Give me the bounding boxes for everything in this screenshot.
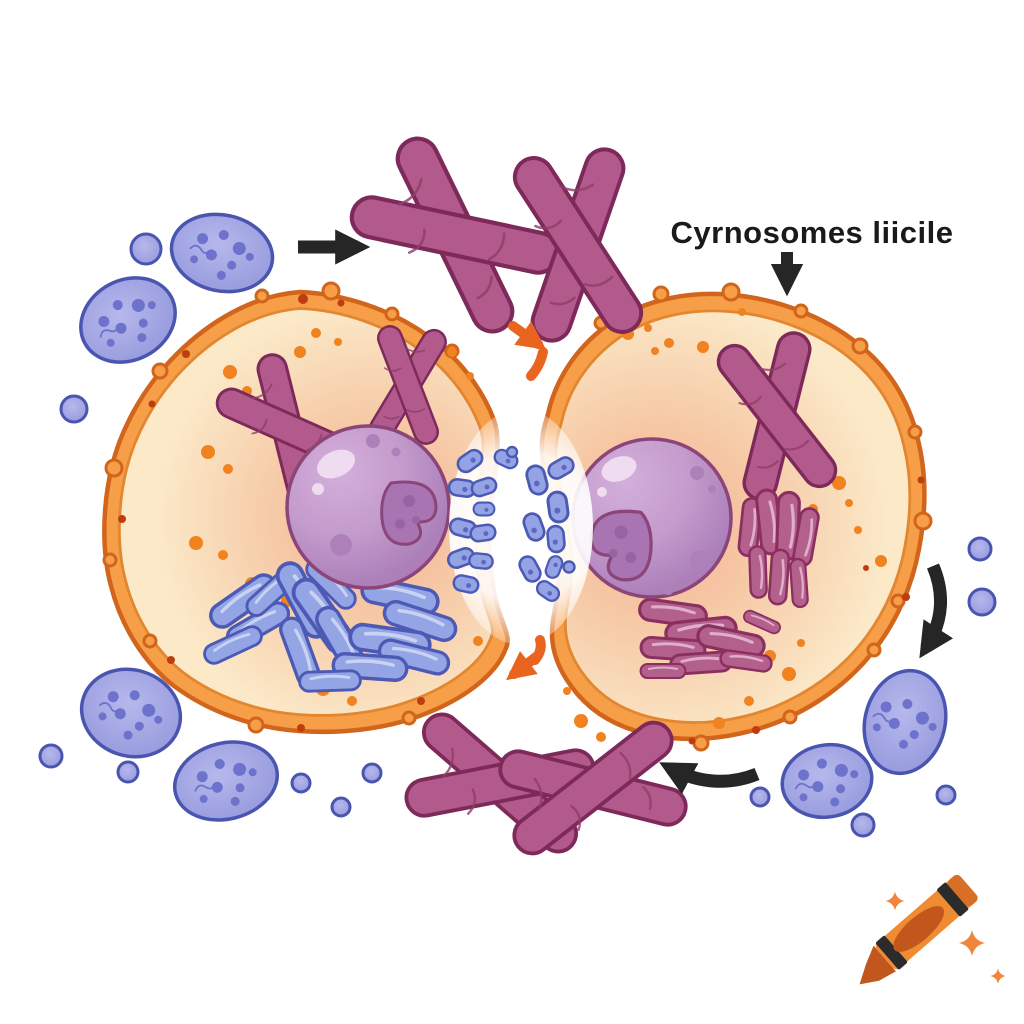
orange-arrow-bottom	[505, 635, 546, 681]
nucleolus	[380, 480, 438, 546]
membrane-dots	[118, 294, 425, 732]
blue-cell	[169, 212, 275, 294]
blue-cell	[172, 740, 280, 822]
membrane-bumps	[102, 281, 460, 734]
left-cell	[102, 281, 508, 734]
blue-cell	[79, 276, 177, 364]
blue-cell	[79, 667, 183, 759]
blue-cell	[780, 742, 874, 820]
diagram-label: Cyrnosomes liicile	[671, 215, 954, 250]
vesicle-cluster	[444, 445, 578, 605]
blue-vesicles	[38, 232, 997, 838]
nucleus	[285, 424, 451, 590]
sparkle-icon	[885, 891, 905, 911]
nucleus	[571, 437, 733, 599]
sparkle-icon	[959, 930, 985, 956]
sparkle-icon	[990, 968, 1006, 984]
orange-arrow-top	[508, 321, 548, 381]
black-arrow-curved-right	[919, 563, 954, 659]
blue-cell	[862, 668, 948, 776]
right-cell	[542, 282, 933, 752]
nucleolus	[589, 509, 653, 582]
chromosome	[487, 710, 699, 866]
crayon-icon	[859, 874, 978, 985]
black-arrow-curved-bottom	[659, 762, 760, 795]
